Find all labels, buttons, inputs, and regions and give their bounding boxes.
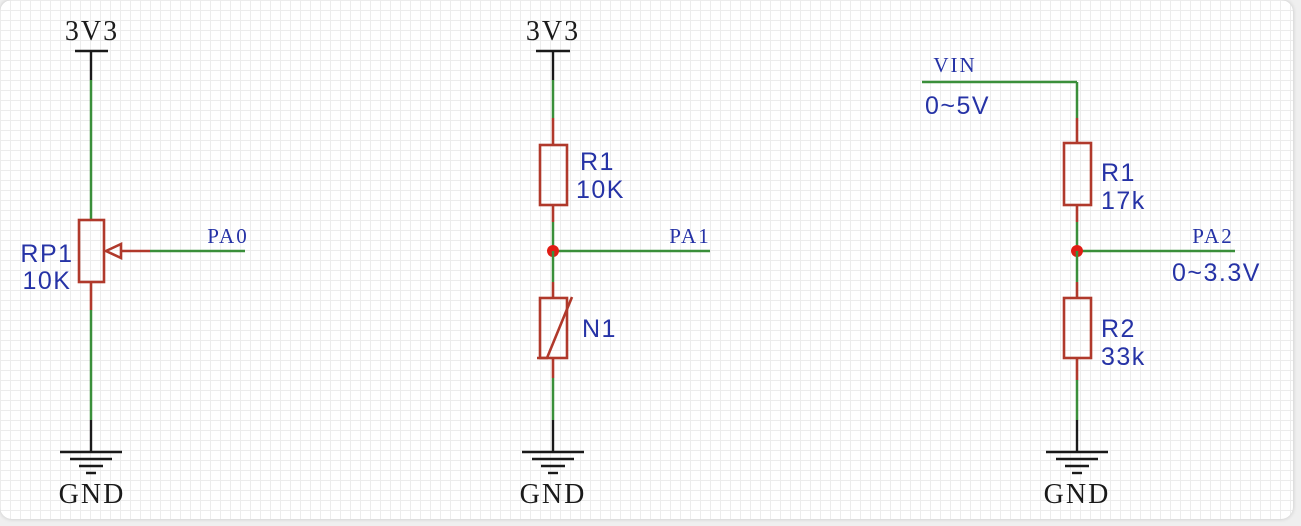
potentiometer-body xyxy=(77,218,106,284)
resistor-body xyxy=(1062,141,1093,207)
component-value: 10K xyxy=(23,267,72,295)
power-label: 3V3 xyxy=(526,16,580,47)
net-label-pa1: PA1 xyxy=(669,224,710,248)
thermistor-circuit: 3V3 PA1 R1 10K N1 GND xyxy=(520,16,710,510)
ground-symbol xyxy=(1046,420,1108,475)
ground-symbol xyxy=(60,420,122,475)
power-symbol xyxy=(536,49,570,80)
ground-label: GND xyxy=(520,479,587,510)
potentiometer-circuit: 3V3 PA0 RP1 10K GND xyxy=(20,16,248,510)
component-ref: N1 xyxy=(582,315,617,343)
power-symbol xyxy=(75,49,108,80)
power-label: 3V3 xyxy=(65,16,119,47)
net-label-pa2: PA2 xyxy=(1192,224,1233,248)
ground-label: GND xyxy=(59,479,126,510)
component-ref: RP1 xyxy=(20,240,73,268)
resistor-body xyxy=(538,143,569,207)
net-label-vin: VIN xyxy=(933,53,976,77)
voltage-divider-circuit: VIN 0~5V R1 17k PA2 0~3.3V R2 33k GND xyxy=(922,53,1261,510)
output-range-label: 0~3.3V xyxy=(1172,259,1261,287)
component-ref: R1 xyxy=(580,148,615,176)
input-range-label: 0~5V xyxy=(925,92,990,120)
component-value: 10K xyxy=(576,176,625,204)
resistor-body xyxy=(1062,296,1093,360)
thermistor-body xyxy=(538,296,569,360)
component-ref: R2 xyxy=(1101,315,1136,343)
ground-label: GND xyxy=(1044,479,1111,510)
component-ref: R1 xyxy=(1101,159,1136,187)
ground-symbol xyxy=(522,420,584,475)
component-value: 17k xyxy=(1101,187,1146,215)
thermistor-slash-icon xyxy=(537,296,574,360)
component-value: 33k xyxy=(1101,343,1146,371)
wiper-arrow-icon xyxy=(102,241,123,261)
net-label-pa0: PA0 xyxy=(207,224,248,248)
